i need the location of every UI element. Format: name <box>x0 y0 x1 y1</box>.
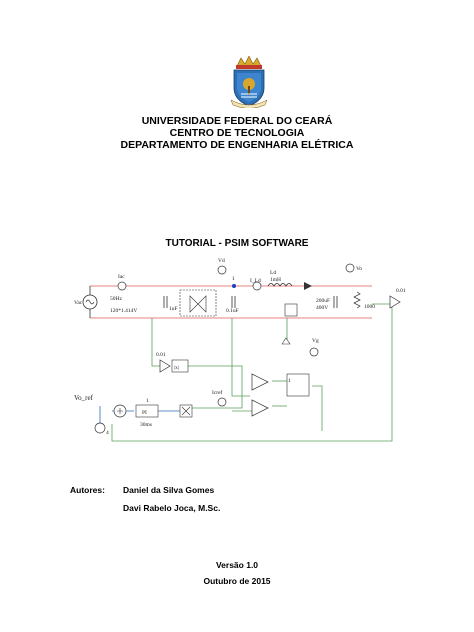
label-gain-fb: 0.01 <box>156 352 166 358</box>
center-name: CENTRO DE TECNOLOGIA <box>169 127 305 139</box>
document-title: TUTORIAL - PSIM SOFTWARE <box>165 238 309 249</box>
label-amplitude: 120*1.414V <box>110 308 137 314</box>
author-1: Daniel da Silva Gomes <box>123 485 215 495</box>
label-ild: I_Ld <box>250 278 261 284</box>
label-abs-block: |x| <box>174 365 179 371</box>
author-2: Davi Rabelo Joca, M.Sc. <box>123 503 221 513</box>
label-icref: Icref <box>212 389 223 396</box>
label-node1: 1 <box>232 276 235 282</box>
label-pi-gain: 1 <box>146 398 149 404</box>
university-name: UNIVERSIDADE FEDERAL DO CEARÁ <box>141 115 333 127</box>
label-cout-voltage: 400V <box>316 305 328 311</box>
version-label: Versão 1.0 <box>215 560 259 570</box>
label-c1: 1uF <box>169 306 178 312</box>
label-cout: 200uF <box>316 298 330 304</box>
label-c2: 0.1uF <box>226 308 239 314</box>
label-vac: Vac <box>74 300 83 306</box>
label-freq: 50Hz <box>110 296 122 302</box>
label-vd: Vd <box>218 258 225 264</box>
label-ld: Ld <box>270 270 276 276</box>
label-iac: Iac <box>118 274 125 280</box>
label-ref-source: 4 <box>106 430 109 436</box>
authors-label: Autores: <box>70 485 105 495</box>
label-gain-out: 0.01 <box>396 288 406 294</box>
label-pi: PI <box>142 410 147 416</box>
label-vo-ref: Vo_ref <box>74 394 94 402</box>
label-pi-time: 30ms <box>140 422 152 428</box>
department-name: DEPARTAMENTO DE ENGENHARIA ELÉTRICA <box>120 139 354 151</box>
label-rload: 1000 <box>364 304 375 310</box>
label-block-one: 1 <box>288 378 291 384</box>
label-ld-value: 1mH <box>270 277 281 283</box>
label-vg: Vg <box>312 338 319 344</box>
date-label: Outubro de 2015 <box>203 576 271 586</box>
circuit-schematic: Vac Iac 50Hz 120*1.414V 1uF 0.1uF Vd 1 I… <box>72 256 412 446</box>
university-crest <box>229 55 269 109</box>
label-vo: Vo <box>356 266 362 272</box>
